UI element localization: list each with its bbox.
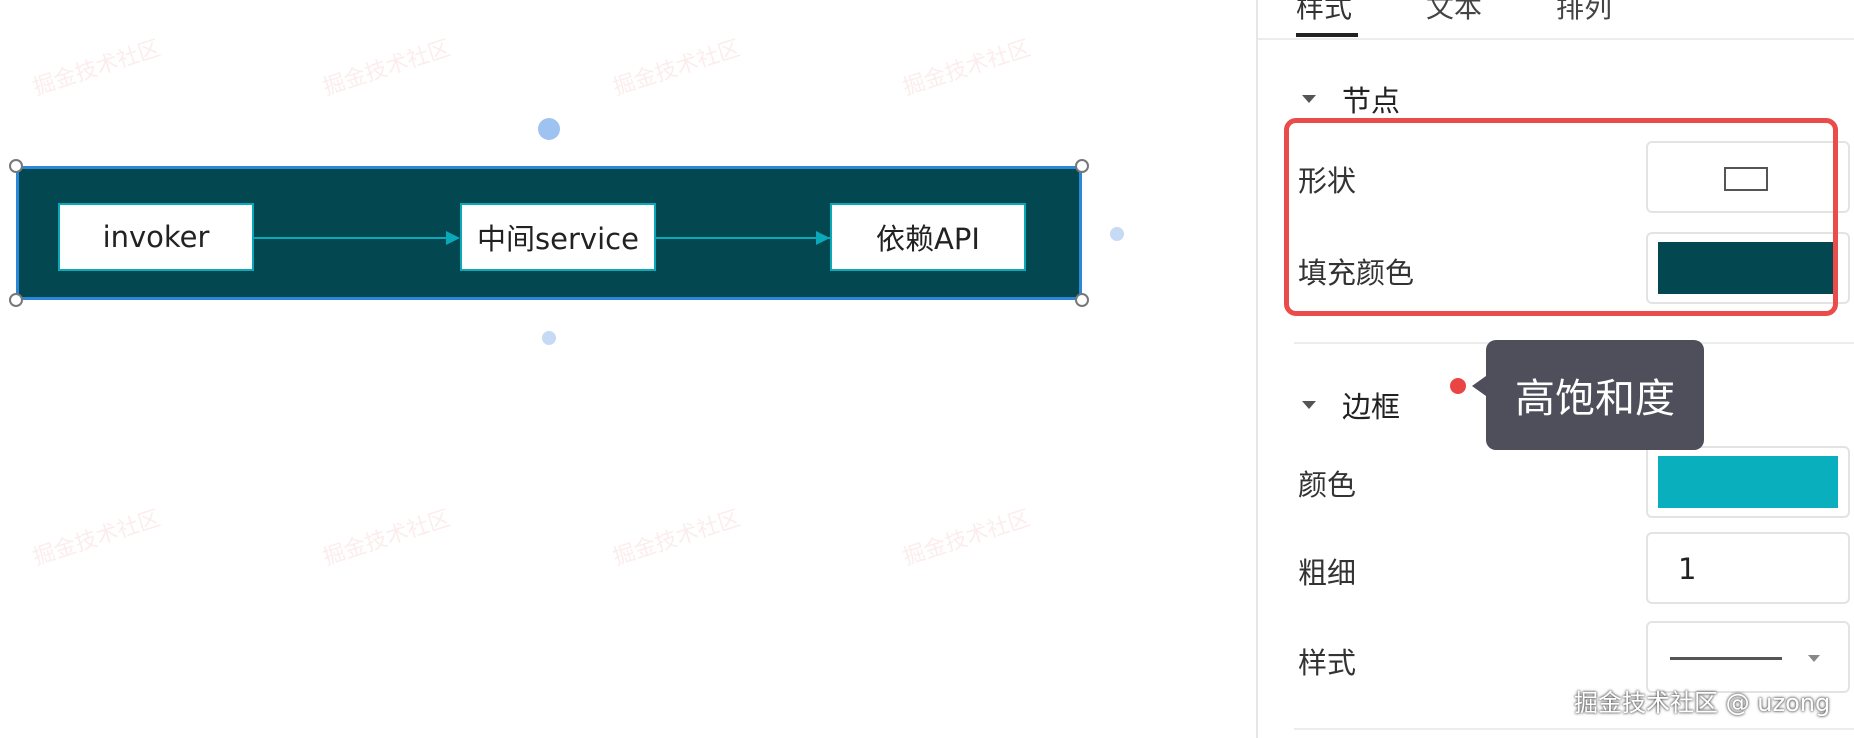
node-label: 中间service (477, 222, 639, 256)
fill-color-picker[interactable] (1646, 232, 1850, 304)
edge-invoker-to-service[interactable] (254, 237, 454, 239)
border-color-label: 颜色 (1298, 468, 1357, 502)
footer-watermark: 掘金技术社区 @ uzong (1574, 689, 1831, 717)
diagram-canvas[interactable]: 掘金技术社区 掘金技术社区 掘金技术社区 掘金技术社区 掘金技术社区 掘金技术社… (0, 0, 1256, 738)
arrowhead-icon (446, 231, 460, 245)
resize-handle-bottom-left[interactable] (9, 293, 23, 307)
watermark: 掘金技术社区 (320, 506, 454, 571)
node-middle-service[interactable]: 中间service (460, 203, 656, 271)
shape-label: 形状 (1298, 164, 1357, 198)
collapse-caret-icon (1302, 401, 1316, 409)
format-panel: 样式 文本 排列 节点 形状 填充颜色 边框 颜色 粗细 1 样式 (1256, 0, 1854, 738)
resize-handle-bottom-right[interactable] (1075, 293, 1089, 307)
tab-arrange[interactable]: 排列 (1556, 0, 1613, 24)
tab-text[interactable]: 文本 (1426, 0, 1483, 24)
resize-handle-top-right[interactable] (1075, 159, 1089, 173)
tooltip-text: 高饱和度 (1515, 376, 1675, 422)
border-section-header[interactable]: 边框 (1302, 384, 1400, 426)
arrowhead-icon (816, 231, 830, 245)
fill-color-swatch (1658, 242, 1838, 294)
border-width-value: 1 (1678, 552, 1697, 586)
section-title: 节点 (1342, 84, 1401, 118)
rotate-handle[interactable] (538, 118, 560, 140)
watermark: 掘金技术社区 (30, 506, 164, 571)
collapse-caret-icon (1302, 95, 1316, 103)
border-color-swatch (1658, 456, 1838, 508)
border-width-label: 粗细 (1298, 556, 1357, 590)
watermark: 掘金技术社区 (900, 506, 1034, 571)
node-dependency-api[interactable]: 依赖API (830, 203, 1026, 271)
solid-line-icon (1670, 657, 1782, 660)
edge-service-to-api[interactable] (656, 237, 830, 239)
border-style-label: 样式 (1298, 646, 1357, 680)
tab-style[interactable]: 样式 (1296, 0, 1353, 24)
fill-color-label: 填充颜色 (1298, 256, 1415, 290)
resize-handle-top-left[interactable] (9, 159, 23, 173)
watermark: 掘金技术社区 (320, 36, 454, 101)
chevron-down-icon (1808, 655, 1820, 662)
watermark: 掘金技术社区 (610, 36, 744, 101)
border-color-picker[interactable] (1646, 446, 1850, 518)
section-title: 边框 (1342, 390, 1401, 424)
shape-picker[interactable] (1646, 141, 1850, 213)
watermark: 掘金技术社区 (610, 506, 744, 571)
tooltip-pointer (1472, 376, 1486, 396)
section-divider (1294, 728, 1854, 730)
rectangle-icon (1724, 167, 1768, 191)
border-style-select[interactable] (1646, 621, 1850, 693)
connection-anchor-right[interactable] (1110, 227, 1124, 241)
node-label: invoker (102, 220, 210, 254)
watermark: 掘金技术社区 (30, 36, 164, 101)
annotation-tooltip: 高饱和度 (1486, 340, 1704, 450)
connection-anchor-bottom[interactable] (542, 331, 556, 345)
watermark: 掘金技术社区 (900, 36, 1034, 101)
node-invoker[interactable]: invoker (58, 203, 254, 271)
node-section-header[interactable]: 节点 (1302, 78, 1400, 120)
annotation-marker-dot (1450, 378, 1466, 394)
active-tab-indicator (1296, 33, 1358, 37)
node-label: 依赖API (876, 222, 980, 256)
border-width-input[interactable]: 1 (1646, 532, 1850, 604)
panel-tabs: 样式 文本 排列 (1258, 0, 1854, 40)
